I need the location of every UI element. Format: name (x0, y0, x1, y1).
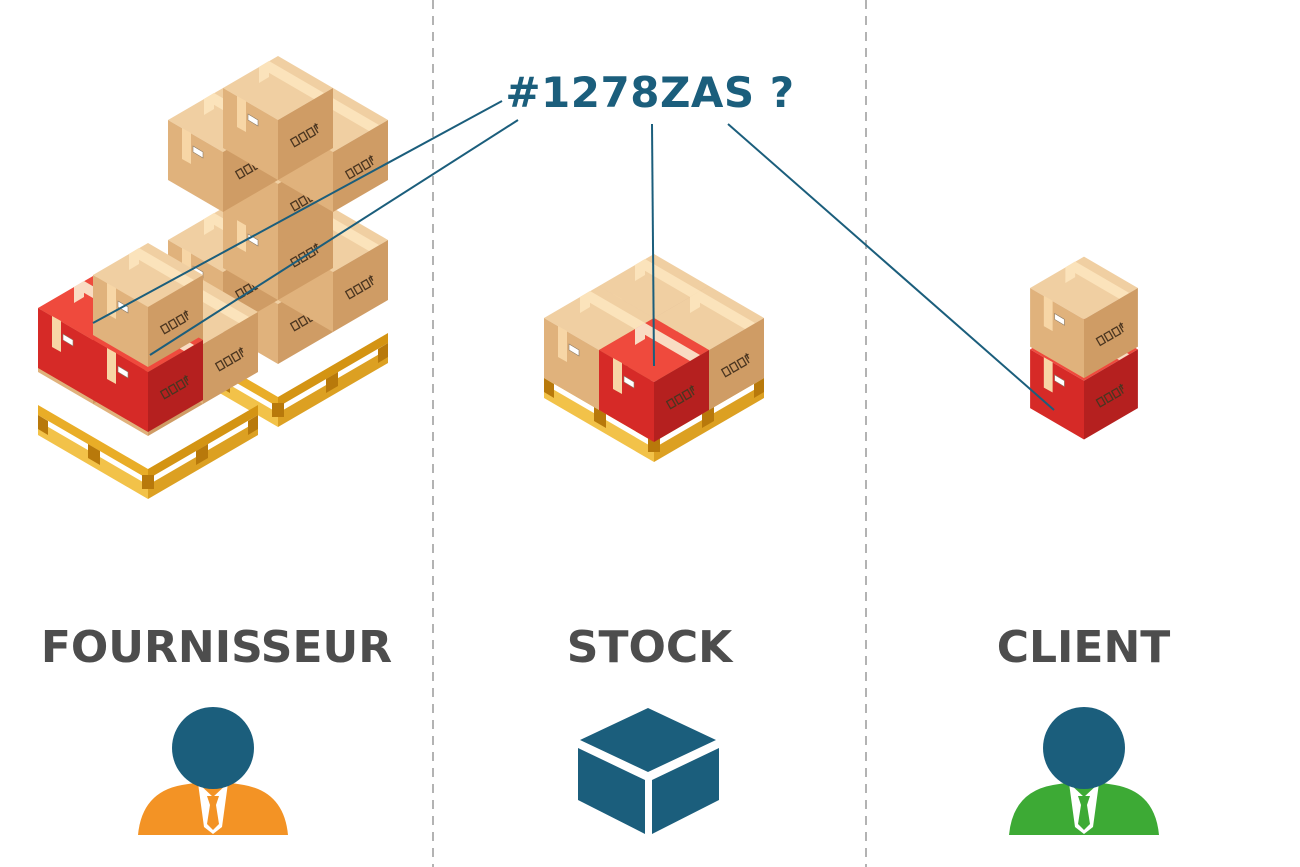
supplier-pallets (38, 56, 388, 499)
tracking-code-label: #1278ZAS ? (505, 68, 795, 117)
stock-title: STOCK (566, 622, 733, 673)
client-boxes (1030, 257, 1138, 440)
stock-box-icon (578, 708, 719, 834)
trace-line-supplier-2 (149, 119, 519, 356)
supplier-title: FOURNISSEUR (40, 622, 393, 673)
client-title: CLIENT (996, 622, 1171, 673)
trace-lines (92, 100, 1055, 411)
trace-line-client (727, 123, 1055, 411)
trace-line-supplier-1 (92, 100, 503, 324)
client-person-icon (1009, 707, 1159, 835)
supplier-person-icon (138, 707, 288, 835)
trace-line-stock (651, 123, 655, 367)
